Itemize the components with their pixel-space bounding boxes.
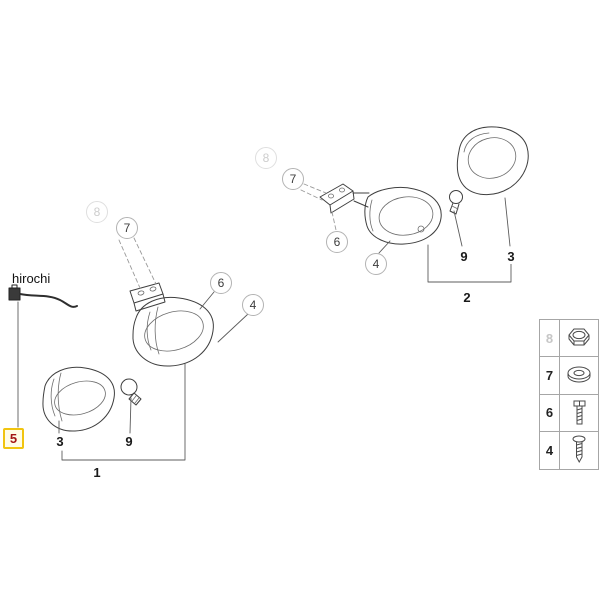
machine-screw-icon (560, 395, 598, 431)
washer-icon (560, 357, 598, 393)
watermark-text: hirochi (12, 271, 51, 286)
hardware-num-7: 7 (540, 357, 560, 394)
hardware-row: 8 (540, 320, 598, 358)
label-3-left: 3 (53, 434, 67, 449)
hardware-row: 7 (540, 357, 598, 395)
callout-4-left: 4 (242, 294, 264, 316)
label-2: 2 (460, 290, 474, 305)
label-1: 1 (90, 465, 104, 480)
hardware-num-6: 6 (540, 394, 560, 431)
callout-4-right: 4 (365, 253, 387, 275)
hex-nut-icon (560, 320, 598, 356)
lamp-assembly-middle (129, 282, 214, 367)
highlighted-part-5[interactable]: 5 (3, 428, 24, 449)
label-3-right: 3 (504, 249, 518, 264)
lens-top-right (456, 126, 529, 196)
hardware-row: 6 (540, 394, 598, 432)
connector-with-wire (8, 284, 78, 308)
callout-7-left: 7 (116, 217, 138, 239)
bulb-left (120, 378, 142, 406)
callout-6-right: 6 (326, 231, 348, 253)
lens-left (42, 366, 115, 432)
bulb-right (449, 190, 463, 215)
hardware-row: 4 (540, 431, 598, 469)
hardware-table: 8 7 6 (539, 319, 599, 470)
tapping-screw-icon (560, 432, 598, 469)
callout-6-left: 6 (210, 272, 232, 294)
label-9-right: 9 (457, 249, 471, 264)
callout-8-right: 8 (255, 147, 277, 169)
hardware-num-8: 8 (540, 320, 560, 357)
leader-lines (17, 197, 512, 461)
callout-7-right: 7 (282, 168, 304, 190)
callout-8-left: 8 (86, 201, 108, 223)
label-9-left: 9 (122, 434, 136, 449)
bracket-right (319, 183, 370, 214)
hardware-num-4: 4 (540, 431, 560, 469)
lamp-housing-right (364, 186, 442, 245)
assembly-axis-dashed-lines (118, 183, 337, 289)
